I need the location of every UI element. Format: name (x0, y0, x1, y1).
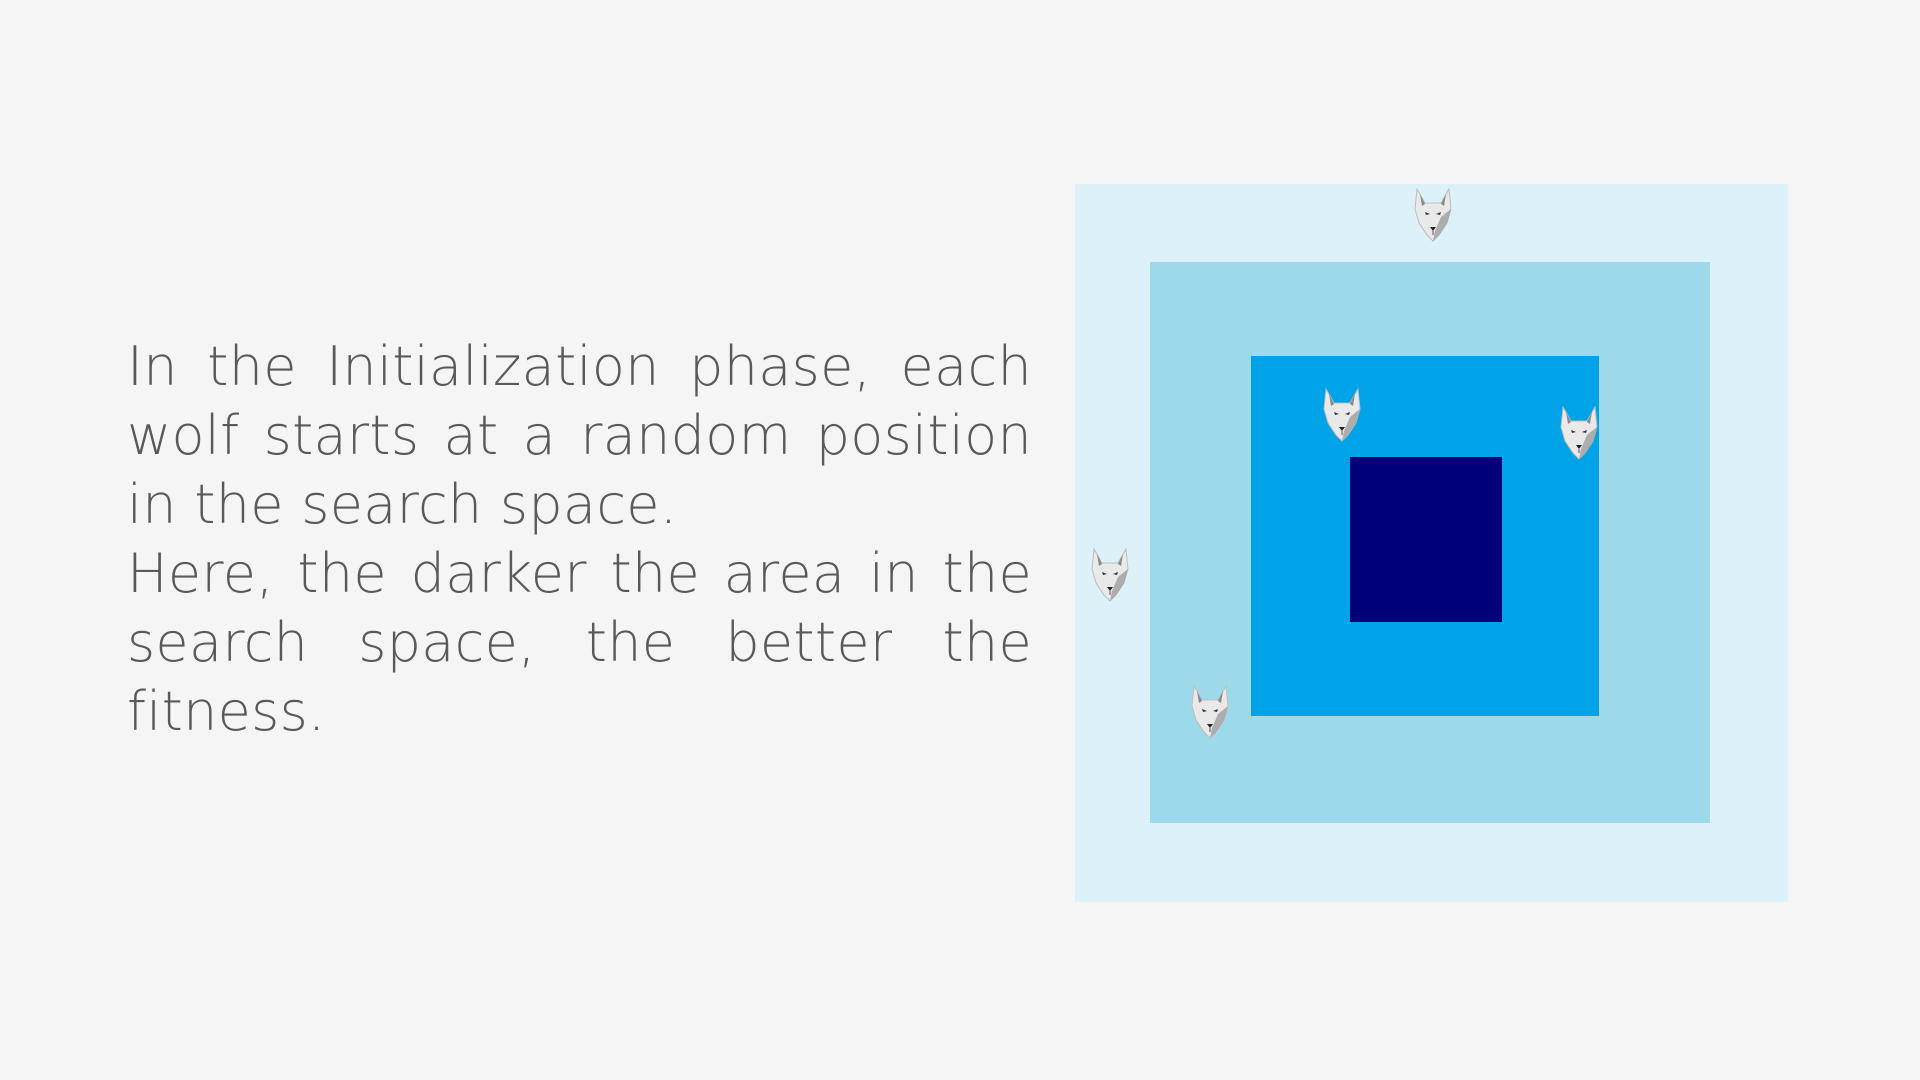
fitness-paragraph: Here, the darker the area in the search … (127, 542, 1032, 743)
wolf-icon (1411, 187, 1455, 243)
search-space-diagram (1075, 184, 1788, 902)
description-text: In the Initialization phase, each wolf s… (127, 332, 1032, 746)
wolf-icon (1557, 405, 1601, 461)
wolf-icon (1320, 387, 1364, 443)
wolf-icon (1188, 684, 1232, 740)
core-region (1350, 457, 1502, 622)
wolf-icon (1088, 547, 1132, 603)
initialization-paragraph: In the Initialization phase, each wolf s… (127, 335, 1032, 536)
